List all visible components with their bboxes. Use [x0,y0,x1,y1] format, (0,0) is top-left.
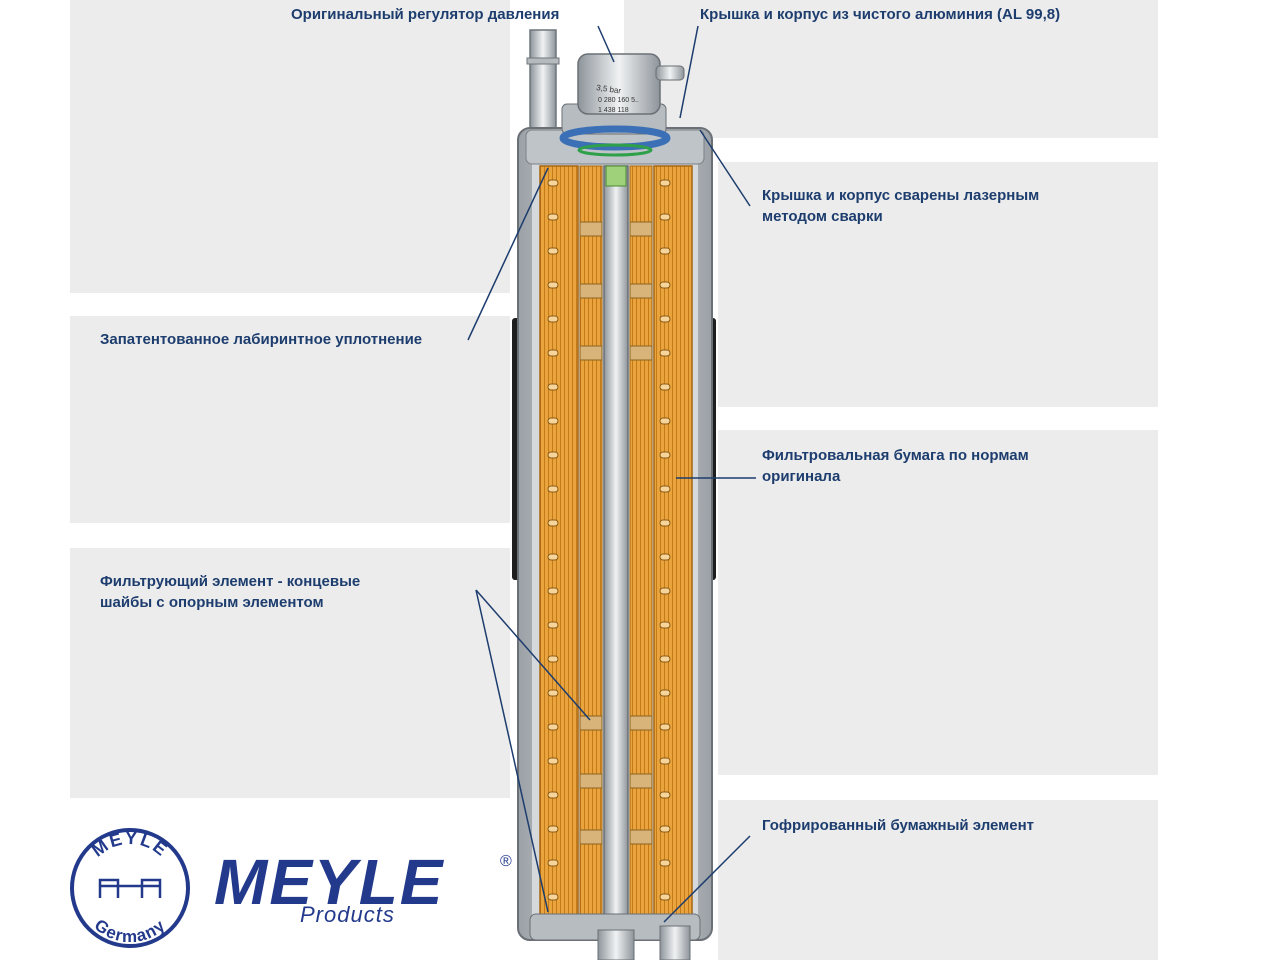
pleat-slot [547,383,559,391]
panel-low-right [718,800,1158,960]
pleat-slot [659,723,671,731]
label-laser-weld-line2: методом сварки [762,208,883,225]
pleat-slot [547,757,559,765]
pleat-slot [659,553,671,561]
pleat-slot [659,179,671,187]
label-end-caps-line1: Фильтрующий элемент - концевые [100,573,361,590]
pleat-slot [547,791,559,799]
meyle-seal: MEYLE Germany [70,828,190,948]
meyle-registered: ® [500,853,512,870]
label-laser-weld-line1: Крышка и корпус сварены лазерным [762,187,1040,204]
pleat-slot [659,451,671,459]
panel-low-left [70,548,510,798]
leader-corrugated [663,835,751,923]
pleat-slot [659,859,671,867]
panel-upper-right [718,162,1158,407]
pleat-slot [547,247,559,255]
pleat-slot [547,723,559,731]
outer-pleats-left [539,165,579,927]
pleat-slot [547,825,559,833]
leader-end-caps-b [475,589,549,913]
label-labyrinth-seal: Запатентованное лабиринтное уплотнение [100,331,423,348]
panel-top-right [624,0,1158,138]
pleat-slot [659,349,671,357]
pleat-slot [659,383,671,391]
regulator-marking-line3: 1 438 118 [598,107,629,114]
panel-mid-right [718,430,1158,775]
outlet-pipe [597,929,635,960]
pleat-slot [547,451,559,459]
pleat-slot [659,825,671,833]
pleat-slot [659,757,671,765]
pleat-slot [547,281,559,289]
leader-laser-weld [699,129,751,207]
pleat-slot [659,621,671,629]
meyle-wordmark: MEYLE [214,846,445,918]
inlet-pipe [529,29,557,141]
pleat-slot [659,893,671,901]
blue-seal-ring [559,125,671,151]
pleat-slot [659,247,671,255]
leader-cover-material [679,25,699,119]
meyle-products: Products [300,902,395,927]
label-pressure-regulator: Оригинальный регулятор давления [291,6,560,23]
panel-top-left [70,0,510,293]
label-filter-paper-line1: Фильтровальная бумага по нормам [762,447,1029,464]
pleat-slot [659,587,671,595]
pleat-slot [659,213,671,221]
label-cover-material: Крышка и корпус из чистого алюминия (AL … [700,6,1061,23]
pleat-slot [659,689,671,697]
label-filter-paper-line2: оригинала [762,468,841,485]
pleat-slot [659,485,671,493]
pleat-slot [659,315,671,323]
panel-mid-left [70,316,510,523]
label-corrugated-element: Гофрированный бумажный элемент [762,817,1035,834]
pleat-slot [547,519,559,527]
pleat-slot [659,655,671,663]
pleat-slot [547,213,559,221]
leader-end-caps-a [475,589,591,721]
leader-regulator [597,25,615,63]
regulator-marking-line1: 3,5 bar [596,83,622,95]
regulator-body [577,53,661,115]
pleat-slot [547,315,559,323]
pleat-slot [547,417,559,425]
pleat-slot [547,893,559,901]
pleat-slot [547,655,559,663]
pleat-slot [659,281,671,289]
label-end-caps-line2: шайбы с опорным элементом [100,594,324,611]
leader-labyrinth [467,167,549,341]
pleat-slot [547,689,559,697]
pleat-slot [547,485,559,493]
pleat-slot [547,349,559,357]
pleat-slot [547,179,559,187]
pleat-slot [547,587,559,595]
seal-emblem [98,878,162,898]
pleat-slot [659,417,671,425]
pleat-slot [547,859,559,867]
outer-pleats-right [653,165,693,927]
pleat-slot [659,519,671,527]
pleat-slot [547,553,559,561]
pleat-slot [659,791,671,799]
regulator-marking-line2: 0 280 160 5.. [598,97,639,104]
end-cap-spacers [579,221,653,845]
pleat-slot [547,621,559,629]
